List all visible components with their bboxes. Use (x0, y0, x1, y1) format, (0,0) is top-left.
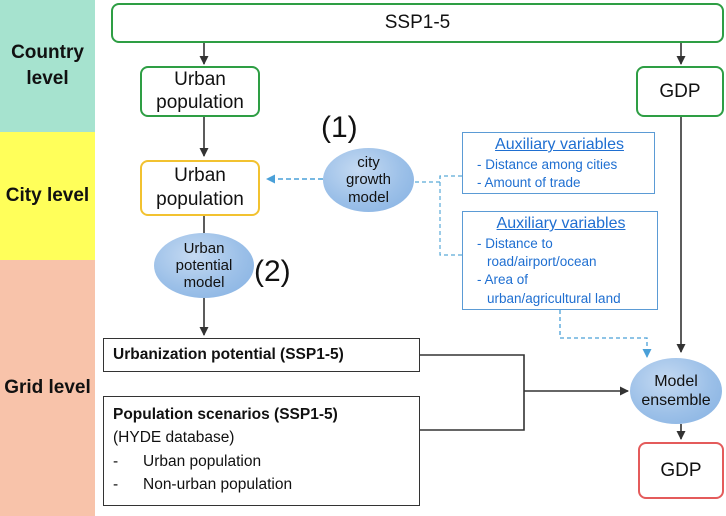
step-1-label: (1) (321, 111, 358, 144)
auxiliary-variables-grid-item: road/airport/ocean (487, 254, 597, 270)
auxiliary-variables-city-title: Auxiliary variables (495, 136, 624, 153)
urbanization-potential-label: Urbanization potential (SSP1-5) (113, 346, 344, 363)
grid-level-label: Grid level (4, 377, 91, 399)
model-ensemble-ellipse: Model ensemble (630, 358, 722, 424)
urban-population-country-label: Urban population (156, 68, 244, 113)
city-level-label: City level (5, 185, 90, 207)
urban-population-country-box: Urban population (140, 66, 260, 117)
auxiliary-variables-grid-title: Auxiliary variables (496, 215, 626, 232)
gdp-country-box: GDP (636, 66, 724, 117)
line-urbanization-to-merge (420, 354, 525, 391)
population-scenarios-item-label: Non-urban population (143, 475, 293, 493)
auxiliary-variables-grid-item: - Area of (477, 272, 529, 288)
population-scenarios-source: (HYDE database) (113, 429, 235, 447)
urban-potential-model-label: Urban potential model (175, 239, 233, 292)
auxiliary-variables-city-box: Auxiliary variables - Distance among cit… (462, 132, 655, 194)
auxiliary-variables-grid-item: - Distance to (477, 236, 553, 251)
population-scenarios-item: - Non-urban population (113, 473, 411, 496)
population-scenarios-title: Population scenarios (SSP1-5) (113, 406, 338, 423)
urban-potential-model-ellipse: Urban potential model (154, 233, 254, 298)
ssp-box: SSP1-5 (111, 3, 724, 43)
model-ensemble-label: Model ensemble (641, 372, 711, 409)
line-population-to-merge (420, 391, 525, 431)
arrow-aux2-to-ensemble (559, 310, 652, 358)
step-2-label: (2) (254, 255, 291, 288)
country-level-label: Country level (11, 42, 84, 89)
population-scenarios-item: - Urban population (113, 450, 411, 473)
band-city-level: City level (0, 132, 95, 260)
auxiliary-variables-grid-item: urban/agricultural land (487, 290, 621, 306)
city-growth-model-ellipse: city growth model (323, 148, 414, 212)
gdp-grid-box: GDP (638, 442, 724, 499)
band-grid-level: Grid level (0, 260, 95, 516)
auxiliary-variables-city-item: - Distance among cities (477, 157, 618, 172)
city-growth-model-label: city growth model (345, 154, 392, 206)
urban-population-city-box: Urban population (140, 160, 260, 216)
population-scenarios-bullet: - (113, 452, 119, 470)
population-scenarios-bullet: - (113, 475, 119, 493)
population-scenarios-box: Population scenarios (SSP1-5) (HYDE data… (103, 396, 420, 506)
gdp-grid-label: GDP (660, 459, 702, 481)
auxiliary-variables-city-item: - Amount of trade (477, 175, 581, 191)
line-aux2-to-growth-model (439, 176, 462, 256)
urbanization-potential-box: Urbanization potential (SSP1-5) (103, 338, 420, 372)
ssp-label: SSP1-5 (384, 12, 451, 33)
line-aux1-to-growth-model (414, 175, 462, 183)
band-country-level: Country level (0, 0, 95, 132)
population-scenarios-item-label: Urban population (143, 452, 262, 470)
gdp-country-label: GDP (659, 80, 701, 102)
urban-population-city-label: Urban population (156, 165, 244, 210)
auxiliary-variables-grid-box: Auxiliary variables - Distance to road/a… (462, 211, 658, 310)
